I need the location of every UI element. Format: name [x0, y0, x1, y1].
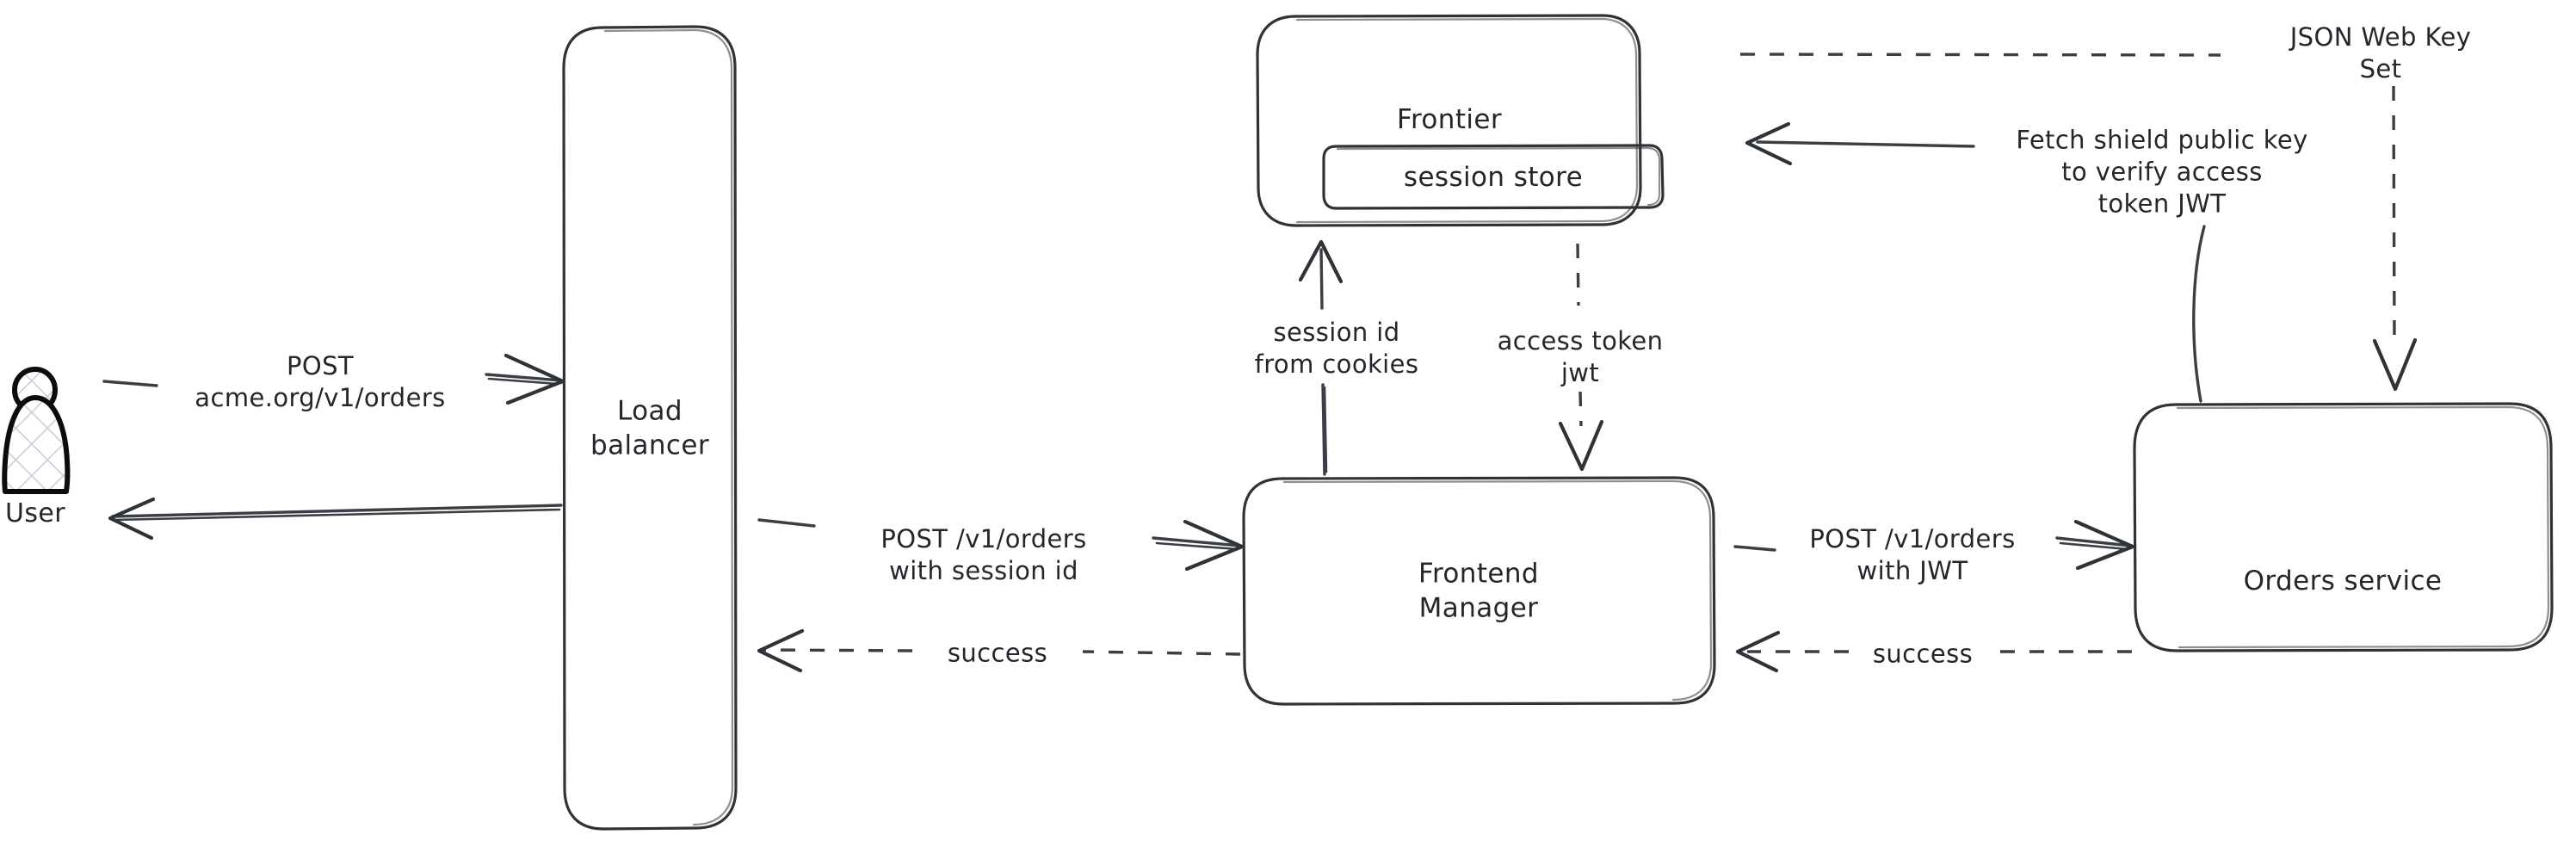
node-frontier[interactable] — [1256, 14, 1665, 227]
edge-frontier-to-orders-service — [1739, 53, 2418, 392]
edge-lb-user-line-second — [113, 508, 561, 522]
edge-fm-frontier-upper — [1319, 248, 1324, 310]
session-store-outline-second — [1336, 146, 1661, 207]
edge-fm-orders-line-second — [2059, 541, 2129, 551]
edge-fm-lb-dash-left — [762, 648, 913, 652]
edge-lb-user-arrowhead — [108, 497, 156, 541]
actor-user — [2, 367, 71, 494]
frontend-manager-outline-second — [1282, 479, 1713, 702]
edge-load-balancer-to-frontend-manager — [757, 518, 1245, 572]
edge-user-lb-line — [485, 373, 563, 382]
edge-lb-fm-arrowhead — [1183, 519, 1245, 572]
edge-fm-lb-dash-right — [1082, 650, 1241, 656]
edge-orders-frontier-arrowhead — [1745, 121, 1793, 166]
edge-fm-orders-arrowhead — [2073, 519, 2135, 571]
edge-orders-service-to-frontier — [1745, 121, 2206, 403]
edge-user-to-load-balancer — [102, 353, 565, 405]
edge-fm-frontier-lower — [1321, 383, 1326, 476]
edge-orders-frontier-curve — [2192, 225, 2206, 403]
edge-lb-fm-stub — [757, 518, 816, 528]
frontier-outline-second — [1295, 17, 1639, 224]
edge-frontier-fm-arrowhead — [1558, 419, 1604, 472]
edge-orders-frontier-line — [1756, 140, 1975, 148]
edge-orders-service-to-frontend-manager — [1735, 630, 2132, 673]
frontier-outline — [1256, 14, 1642, 227]
edge-lb-fm-line — [1152, 536, 1242, 547]
edge-frontier-fm-dash-lower — [1578, 391, 1583, 427]
frontend-manager-outline — [1242, 476, 1716, 706]
edge-fm-lb-arrowhead — [757, 628, 805, 673]
node-frontend-manager[interactable] — [1242, 476, 1716, 706]
node-orders-service[interactable] — [2133, 402, 2554, 652]
edge-fm-orders-stub — [1733, 545, 1776, 552]
edge-load-balancer-to-user — [108, 497, 563, 541]
edge-fm-frontier-lower-second — [1323, 386, 1328, 473]
edge-user-lb-stub — [102, 380, 158, 387]
node-load-balancer[interactable] — [562, 25, 738, 831]
edge-frontend-manager-to-load-balancer — [757, 628, 1241, 673]
edge-lb-user-line — [111, 504, 563, 518]
edge-fm-orders-line — [2055, 536, 2132, 547]
edge-user-lb-arrowhead — [503, 353, 565, 405]
load-balancer-outline — [562, 25, 738, 831]
edge-frontier-to-frontend-manager — [1558, 243, 1604, 472]
edge-user-lb-line-second — [487, 377, 559, 386]
orders-service-outline — [2133, 402, 2554, 652]
edge-frontier-orders-arrowhead — [2372, 337, 2418, 392]
orders-service-outline-second — [2176, 405, 2550, 649]
edge-frontend-manager-to-frontier — [1298, 239, 1344, 476]
edge-lb-fm-line-second — [1155, 541, 1239, 551]
edge-orders-fm-arrowhead — [1735, 630, 1781, 673]
session-store-outline — [1322, 144, 1665, 210]
node-session-store[interactable] — [1322, 144, 1665, 210]
edge-frontier-orders-dash-horizontal — [1739, 53, 2221, 57]
user-body-icon — [2, 395, 71, 494]
edge-fm-frontier-arrowhead — [1298, 239, 1344, 284]
load-balancer-outline-second — [603, 28, 734, 826]
edge-frontend-manager-to-orders-service — [1733, 519, 2135, 571]
